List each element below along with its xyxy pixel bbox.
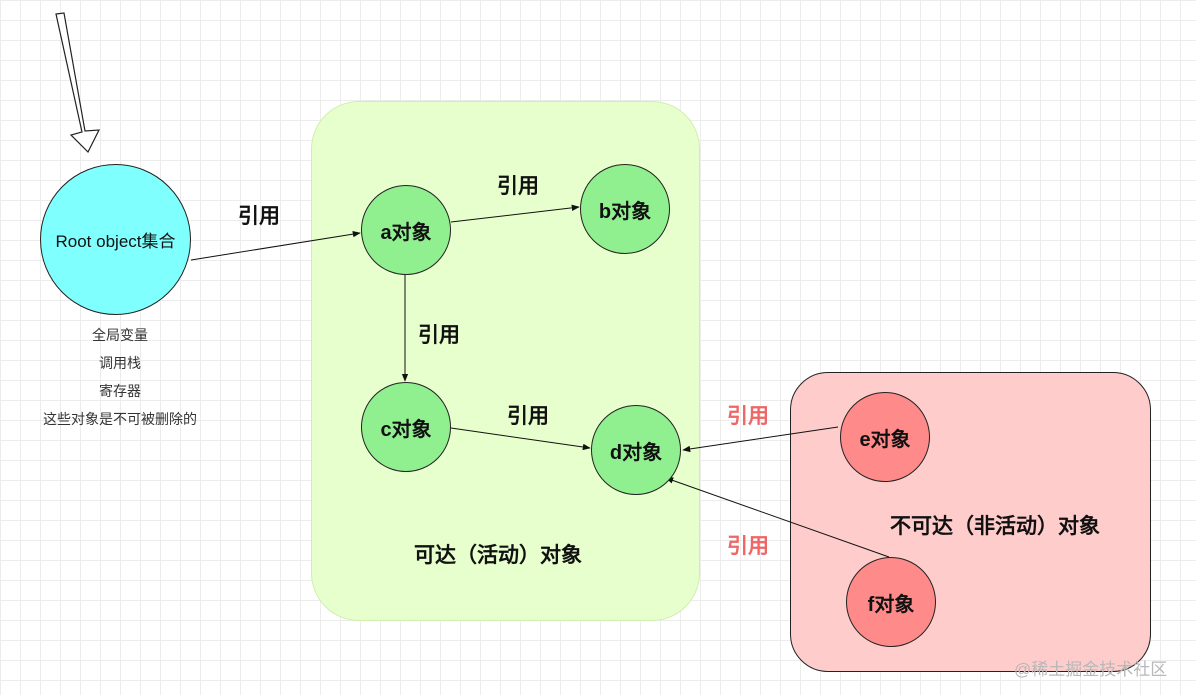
- node-d: d对象: [591, 405, 681, 495]
- node-c-label: c对象: [380, 418, 432, 441]
- edge-label-a-c: 引用: [418, 324, 460, 347]
- edge-e-d: [682, 426, 839, 453]
- reachable-region-title: 可达（活动）对象: [414, 544, 582, 567]
- caption-global-vars: 全局变量: [92, 327, 148, 343]
- node-b-label: b对象: [598, 200, 652, 223]
- node-c: c对象: [361, 382, 451, 472]
- caption-registers: 寄存器: [99, 383, 141, 399]
- edge-root-a: [190, 230, 361, 261]
- edge-label-e-d: 引用: [727, 405, 769, 428]
- root-object-set: Root object集合: [40, 164, 191, 315]
- edge-label-a-b: 引用: [497, 175, 539, 198]
- root-label: Root object集合: [55, 232, 176, 251]
- edge-c-d: [450, 427, 591, 451]
- node-d-label: d对象: [609, 441, 663, 464]
- unreachable-region-title: 不可达（非活动）对象: [890, 515, 1100, 538]
- watermark: @稀土掘金技术社区: [1014, 660, 1168, 679]
- caption-not-deletable: 这些对象是不可被删除的: [43, 411, 197, 427]
- node-e-label: e对象: [859, 428, 911, 451]
- node-f-label: f对象: [867, 593, 915, 616]
- edge-label-c-d: 引用: [507, 405, 549, 428]
- entry-arrow-icon: [55, 12, 101, 154]
- node-f: f对象: [846, 557, 936, 647]
- caption-call-stack: 调用栈: [99, 355, 141, 371]
- node-b: b对象: [580, 164, 670, 254]
- edge-label-root-a: 引用: [238, 205, 280, 228]
- node-e: e对象: [840, 392, 930, 482]
- edge-a-b: [450, 204, 580, 223]
- node-a-label: a对象: [380, 221, 432, 244]
- node-a: a对象: [361, 185, 451, 275]
- edge-label-f-d: 引用: [727, 535, 769, 558]
- edge-f-d: [665, 477, 890, 558]
